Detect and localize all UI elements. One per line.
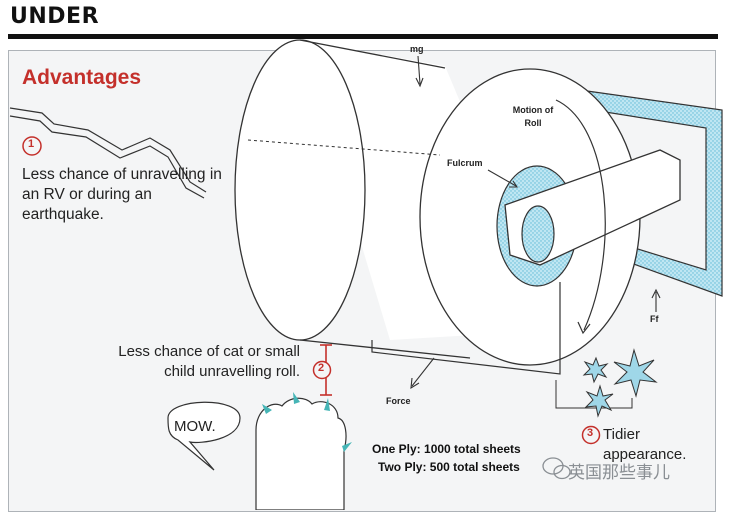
item2-number: 2: [318, 362, 325, 374]
force-label: Force: [386, 396, 411, 406]
mg-label: mg: [410, 44, 424, 54]
motion-arrow: [555, 99, 606, 331]
sparkle-icon: [582, 348, 658, 418]
hanging-sheet: [371, 282, 561, 375]
item3-number-circle: [581, 425, 601, 445]
crack-line: [9, 107, 207, 193]
header-rule: [8, 34, 718, 39]
two-ply-text: Two Ply: 500 total sheets: [378, 460, 520, 474]
ff-label: Ff: [650, 314, 659, 324]
item1-number: 1: [28, 138, 35, 150]
speech-bubble: [167, 401, 241, 471]
item1-number-circle: [22, 136, 42, 156]
item3-number: 3: [587, 427, 594, 439]
item1-text: Less chance of unravelling in an RV or d…: [22, 166, 222, 223]
spindle-hole: [521, 205, 555, 263]
force-arrow: [411, 357, 435, 387]
motion-label: Motion of Roll: [512, 105, 554, 128]
mg-arrow: [417, 55, 421, 85]
watermark-text: 英国那些事儿: [568, 463, 670, 482]
advantages-heading: Advantages: [22, 66, 142, 89]
cat-paw-icon: [255, 392, 352, 510]
roll-left-end: [234, 39, 366, 341]
header-title: UNDER: [10, 4, 100, 29]
speech-text: MOW.: [174, 418, 216, 435]
one-ply-text: One Ply: 1000 total sheets: [372, 442, 521, 456]
wechat-icon: [542, 457, 571, 480]
item3-text: Tidier appearance.: [603, 426, 687, 463]
fulcrum-label: Fulcrum: [447, 158, 483, 168]
item2-text: Less chance of cat or small child unrave…: [118, 343, 300, 380]
